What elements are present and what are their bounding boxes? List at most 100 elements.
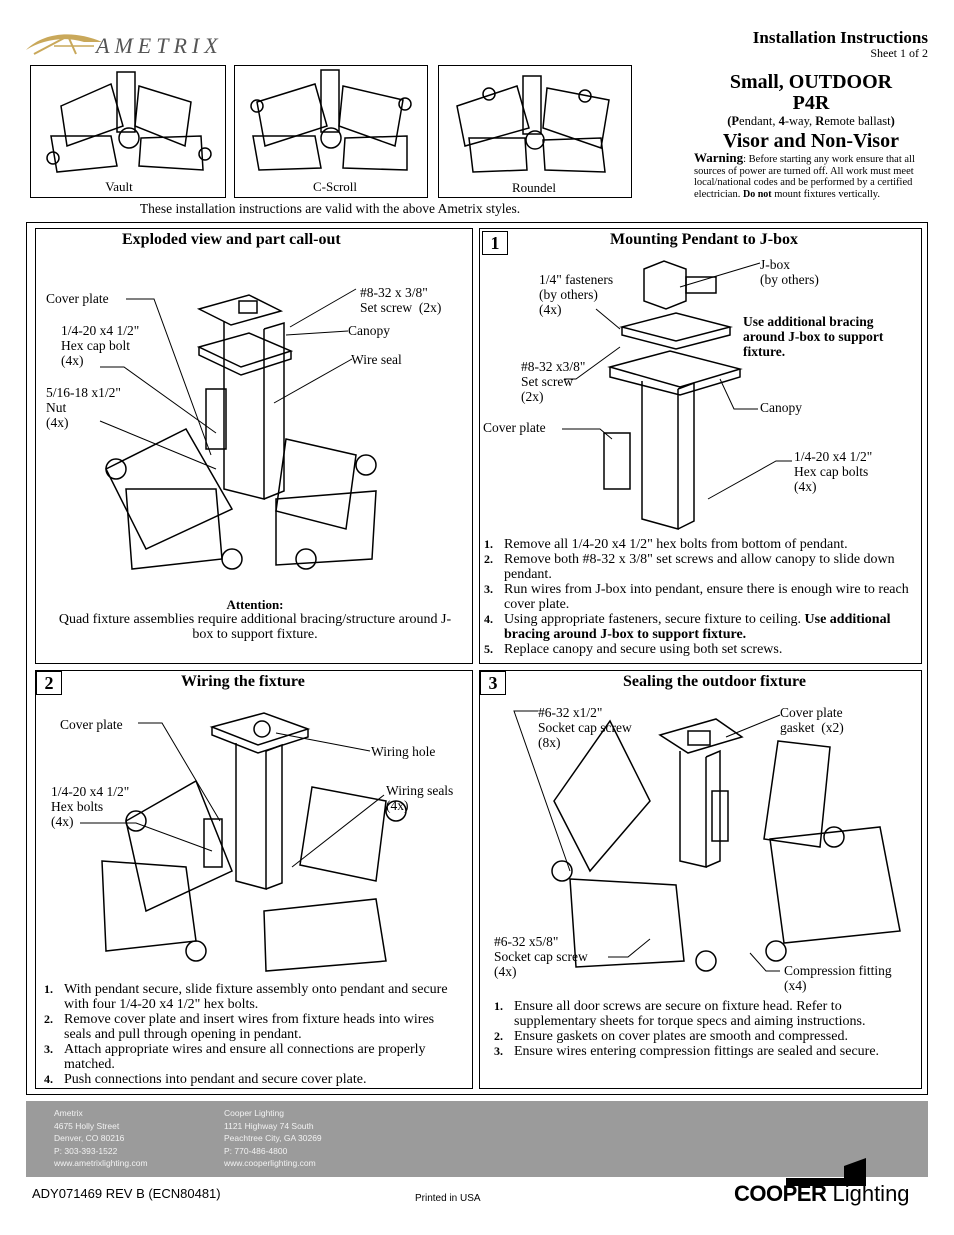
sealing-diagram <box>513 710 901 972</box>
style-name-vault: Vault <box>105 179 133 194</box>
warning-text: : Before starting any work ensure that a… <box>694 154 915 200</box>
panel-exploded-title: Exploded view and part call-out <box>122 231 341 248</box>
warning-block: Warning: Before starting any work ensure… <box>694 151 932 200</box>
step-text: Remove all 1/4-20 x4 1/2" hex bolts from… <box>504 537 848 552</box>
exploded-view-diagram <box>99 288 377 570</box>
subtitle-r: R <box>815 114 825 128</box>
label-socket-cap-2: #6-32 x5/8" Socket cap screw (4x) <box>494 934 588 979</box>
panel-1-title: Mounting Pendant to J-box <box>610 231 799 248</box>
subtitle-open: ( <box>727 114 732 128</box>
panel-3: 3 Sealing the outdoor fixture #6-32 x1/2… <box>479 670 922 1089</box>
subtitle-endant: endant, <box>739 114 779 128</box>
step-number: 1. <box>44 982 53 996</box>
step-text: Remove cover plate and insert wires from… <box>64 1012 435 1042</box>
warning-bold: Do not <box>742 188 772 200</box>
fixture-cscroll-icon <box>250 69 412 171</box>
subtitle: (Pendant, 4-way, Remote ballast) <box>692 113 930 130</box>
website-link[interactable]: www.cooperlighting.com <box>224 1158 316 1168</box>
panel-3-number: 3 <box>480 671 506 695</box>
panel-2: 2 Wiring the fixture Cover plate 1/4-20 … <box>35 670 473 1089</box>
label-set-screw: #8-32 x 3/8" Set screw (2x) <box>360 285 442 315</box>
label-jbox: J-box (by others) <box>760 257 819 287</box>
title-line3: Visor and Non-Visor <box>723 130 899 152</box>
ametrix-swoosh-icon <box>26 34 102 55</box>
label-cover-plate: Cover plate <box>46 291 109 306</box>
step-text: Push connections into pendant and secure… <box>64 1072 367 1087</box>
printed-in: Printed in USA <box>415 1193 481 1204</box>
sheet-number: Sheet 1 of 2 <box>870 46 928 60</box>
panel-2-number: 2 <box>36 671 62 695</box>
panel-2-title: Wiring the fixture <box>181 673 305 690</box>
step-number: 2. <box>494 1029 503 1043</box>
style-thumb-vault: Vault <box>30 65 226 198</box>
step-number: 4. <box>44 1072 53 1086</box>
label-socket-cap-1: #6-32 x1/2" Socket cap screw (8x) <box>538 705 632 750</box>
label-compression: Compression fitting (x4) <box>784 963 892 993</box>
doc-type: Installation Instructions <box>752 28 928 47</box>
footer-cooper-address: Cooper Lighting 1121 Highway 74 South Pe… <box>224 1107 322 1170</box>
panel-2-steps: 1. With pendant secure, slide fixture ass… <box>44 982 464 1087</box>
step-number: 3. <box>484 582 493 596</box>
address-line: Peachtree City, GA 30269 <box>224 1133 322 1143</box>
panel-3-step: 1.Ensure all door screws are secure on f… <box>494 999 914 1029</box>
step-text: Ensure all door screws are secure on fix… <box>514 999 866 1029</box>
label-wiring-seals: Wiring seals (4x) <box>386 783 454 813</box>
cooper-logo-mark-icon <box>786 1158 866 1186</box>
step-bold-text: Use additional bracing around J-box to s… <box>504 612 891 642</box>
label-fasteners: 1/4" fasteners (by others) (4x) <box>539 272 614 317</box>
subtitle-way: -way, <box>784 114 816 128</box>
panel-1: 1 Mounting Pendant to J-box 1/4" fastene… <box>479 228 922 664</box>
label-hex-cap-bolt: 1/4-20 x4 1/2" Hex cap bolt (4x) <box>61 323 140 368</box>
website-link[interactable]: www.ametrixlighting.com <box>54 1158 148 1168</box>
label-canopy: Canopy <box>348 323 390 338</box>
label-bracing: Use additional bracing around J-box to s… <box>743 314 884 359</box>
step-text: Attach appropriate wires and ensure all … <box>64 1042 426 1072</box>
style-name-roundel: Roundel <box>511 180 557 195</box>
title-block: Small, OUTDOOR P4R (Pendant, 4-way, Remo… <box>692 71 930 152</box>
panel-3-steps: 1.Ensure all door screws are secure on f… <box>494 999 914 1059</box>
styles-note: These installation instructions are vali… <box>139 201 521 216</box>
warning-tail: mount fixtures vertically. <box>774 188 880 200</box>
step-text: Run wires from J-box into pendant, ensur… <box>504 582 909 612</box>
label-nut: 5/16-18 x1/2" Nut (4x) <box>46 385 121 430</box>
label-wire-seal: Wire seal <box>351 352 402 367</box>
step-number: 3. <box>494 1044 503 1058</box>
subtitle-p: P <box>731 114 740 128</box>
step-number: 5. <box>484 642 493 656</box>
address-line: Denver, CO 80216 <box>54 1133 125 1143</box>
instruction-frame <box>26 222 928 1095</box>
panel-1-step: 4.Using appropriate fasteners, secure fi… <box>484 612 916 642</box>
panel-1-step: 2.Remove both #8-32 x 3/8" set screws an… <box>484 552 916 582</box>
step-number: 1. <box>484 537 493 551</box>
attention-text: Quad fixture assemblies require addition… <box>58 612 452 642</box>
cooper-logo-text: COOPER Lighting <box>734 1181 910 1207</box>
step-number: 4. <box>484 612 493 626</box>
logo-cooper: COOPER <box>734 1181 827 1206</box>
logo-lighting: Lighting <box>826 1181 910 1206</box>
attention-title: Attention: <box>226 597 284 612</box>
step-text: Replace canopy and secure using both set… <box>504 642 783 657</box>
panel-2-step: 2.Remove cover plate and insert wires fr… <box>44 1012 464 1042</box>
address-line: P: 770-486-4800 <box>224 1145 288 1156</box>
step-number: 2. <box>484 552 493 566</box>
panel-3-title: Sealing the outdoor fixture <box>623 673 806 690</box>
address-line: Ametrix <box>54 1108 83 1118</box>
label-hex-bolts-2: 1/4-20 x4 1/2" Hex bolts (4x) <box>51 784 130 829</box>
label-hex-cap-bolts-1: 1/4-20 x4 1/2" Hex cap bolts (4x) <box>794 449 873 494</box>
ametrix-logo: AMETRIX <box>24 28 218 62</box>
brand-name: AMETRIX <box>96 33 223 58</box>
step-text: With pendant secure, slide fixture assem… <box>64 982 448 1012</box>
label-wiring-hole: Wiring hole <box>371 744 436 759</box>
panel-exploded: Exploded view and part call-out Cover pl… <box>35 228 473 664</box>
mounting-diagram <box>562 260 792 530</box>
label-gasket: Cover plate gasket (x2) <box>780 705 844 735</box>
wiring-diagram <box>80 712 407 972</box>
label-set-screw-1: #8-32 x3/8" Set screw (2x) <box>521 359 586 404</box>
step-text: Ensure gaskets on cover plates are smoot… <box>514 1029 848 1044</box>
title-line2: P4R <box>792 92 830 114</box>
step-number: 3. <box>44 1042 53 1056</box>
label-cover-plate-2: Cover plate <box>60 717 123 732</box>
subtitle-4: 4 <box>778 114 785 128</box>
style-thumb-cscroll: C-Scroll <box>234 65 428 198</box>
style-name-cscroll: C-Scroll <box>312 179 358 194</box>
